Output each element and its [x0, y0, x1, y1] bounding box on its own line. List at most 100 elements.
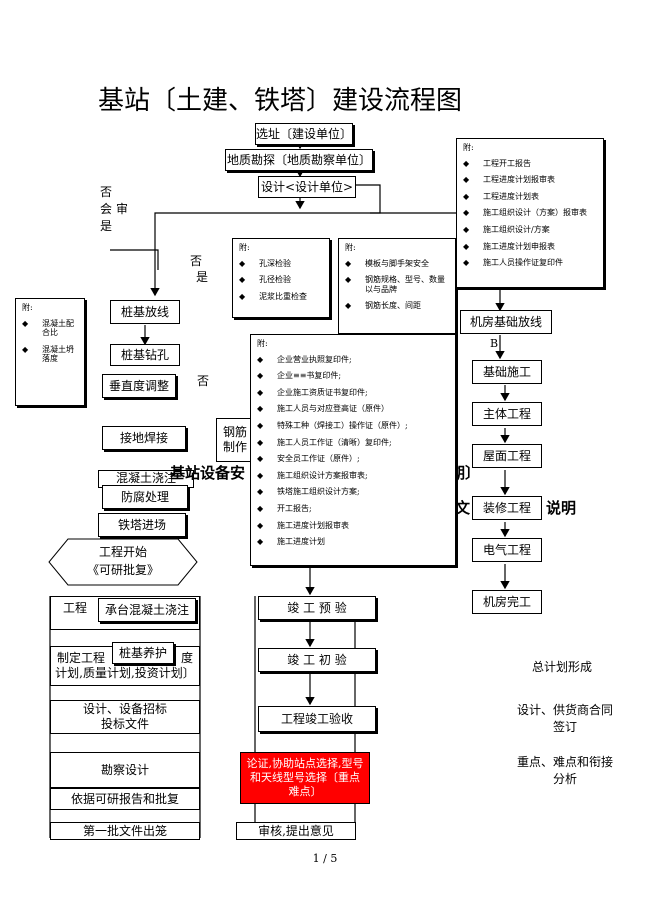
- note-center-item: 开工报告;: [257, 504, 449, 514]
- foundation-label: 基础施工: [482, 364, 531, 379]
- note-center-item: 施工组织设计方案报审表;: [257, 471, 449, 481]
- survey-design-box: 勘察设计: [50, 752, 200, 788]
- pre-acceptance-box: 竣 工 预 验: [258, 596, 376, 620]
- pile-layout-label: 桩基放线: [120, 304, 169, 319]
- room-layout-label: 机房基础放线: [469, 314, 542, 329]
- b-label: B: [490, 337, 499, 350]
- initial-acceptance-label: 竣 工 初 验: [287, 652, 347, 667]
- note-hole-item: 泥浆比重检查: [239, 292, 323, 302]
- contract-line-2: 签订: [552, 720, 577, 735]
- note-steel-item: 模板与脚手架安全: [345, 259, 449, 269]
- note-right-item: 施工组织设计（方案）报审表: [463, 208, 597, 218]
- note-steel-head: 附:: [345, 243, 356, 252]
- page-number: 1 / 5: [312, 852, 338, 865]
- contract-line-1: 设计、供货商合同: [516, 703, 613, 717]
- note-center-item: 施工进度计划: [257, 537, 449, 547]
- note-concrete: 附: 混凝土配合比 混凝土坍落度: [15, 298, 85, 406]
- by-report-label: 依据可研报告和批复: [70, 791, 179, 806]
- steel-making-box: 钢筋 制作: [216, 418, 254, 462]
- final-acceptance-box: 工程竣工验收: [258, 706, 376, 732]
- decoration-box: 装修工程: [472, 496, 542, 520]
- main-structure-box: 主体工程: [472, 402, 542, 426]
- site-selection-box: 选址〔建设单位〕: [255, 123, 353, 145]
- label-no-3: 否: [197, 374, 210, 388]
- hexagon-line-1: 工程开始: [98, 545, 147, 559]
- note-center-item: 特殊工种（焊接工）操作证（原件）;: [257, 421, 449, 431]
- foundation-box: 基础施工: [472, 360, 542, 384]
- design-label: 设计<设计单位>: [260, 179, 354, 194]
- key-points-line-2: 分析: [552, 772, 577, 787]
- first-docs-box: 第一批文件出笼: [50, 822, 200, 840]
- tower-entry-box: 铁塔进场: [98, 513, 186, 537]
- note-concrete-item: 混凝土配合比: [22, 319, 78, 338]
- plan-line-1: 制定工程 度: [51, 651, 199, 666]
- by-report-box: 依据可研报告和批复: [50, 788, 200, 810]
- decoration-label: 装修工程: [482, 500, 531, 515]
- concrete-pour-box: 混凝土浇注: [98, 470, 194, 488]
- geological-survey-label: 地质勘探〔地质勘察单位〕: [226, 152, 371, 167]
- note-steel-item: 钢筋长度、间距: [345, 301, 449, 311]
- key-points-line-1: 重点、难点和衔接: [516, 755, 613, 769]
- roof-label: 屋面工程: [482, 448, 531, 463]
- site-selection-highlight-text: 论证,协助站点选择,型号和天线型号选择〔重点难点〕: [246, 756, 364, 799]
- first-docs-label: 第一批文件出笼: [82, 823, 167, 838]
- plan-line-1-right: 度: [180, 651, 193, 665]
- concrete-pour-label: 混凝土浇注: [115, 471, 176, 485]
- pile-layout-box: 桩基放线: [110, 300, 180, 324]
- label-review: 审: [116, 202, 129, 216]
- note-right-item: 工程进度计划报审表: [463, 175, 597, 185]
- label-yes-1: 是: [100, 219, 113, 233]
- explain-fragment: 说明: [546, 499, 577, 517]
- note-concrete-item: 混凝土坍落度: [22, 345, 78, 364]
- pile-cure-label: 桩基养护: [118, 645, 167, 660]
- note-hole-item: 孔深检验: [239, 259, 323, 269]
- cap-pour-box: 承台混凝土浇注: [98, 598, 196, 622]
- plan-line-1-left: 制定工程: [57, 651, 106, 665]
- bid-line-2: 投标文件: [100, 717, 149, 731]
- main-structure-label: 主体工程: [482, 406, 531, 421]
- note-steel: 附: 模板与脚手架安全 钢筋规格、型号、数量以与品牌 钢筋长度、间距: [338, 238, 456, 334]
- vertical-adjust-box: 垂直度调整: [102, 374, 176, 398]
- note-right-item: 工程开工报告: [463, 159, 597, 169]
- site-selection-highlight: 论证,协助站点选择,型号和天线型号选择〔重点难点〕: [240, 752, 370, 804]
- note-center-item: 企业营业执照复印件;: [257, 355, 449, 365]
- total-plan-text: 总计划形成: [532, 660, 593, 674]
- note-hole-inspection: 附: 孔深检验 孔径检验 泥浆比重检查: [232, 238, 330, 318]
- note-center-item: 企业施工资质证书复印件;: [257, 388, 449, 398]
- roof-box: 屋面工程: [472, 444, 542, 468]
- design-box: 设计<设计单位>: [258, 176, 356, 198]
- project-start-hexagon: [48, 538, 198, 586]
- site-selection-label: 选址〔建设单位〕: [256, 126, 353, 141]
- note-center-item: 安全员工作证（原件）;: [257, 454, 449, 464]
- room-done-label: 机房完工: [482, 594, 531, 609]
- page-title: 基站〔土建、铁塔〕建设流程图: [98, 86, 463, 116]
- key-points-text: 重点、难点和衔接 分析: [510, 754, 620, 789]
- note-right-item: 施工人员操作证复印件: [463, 258, 597, 268]
- review-opinion-box: 审核,提出意见: [236, 822, 356, 840]
- steel-label: 钢筋: [222, 425, 247, 439]
- note-center-head: 附:: [257, 339, 268, 348]
- note-qualification: 附: 企业营业执照复印件; 企业≡≡书复印件; 企业施工资质证书复印件; 施工人…: [250, 334, 456, 566]
- note-steel-item: 钢筋规格、型号、数量以与品牌: [345, 275, 449, 294]
- electrical-box: 电气工程: [472, 538, 542, 562]
- bid-box: 设计、设备招标 投标文件: [50, 700, 200, 734]
- contract-text: 设计、供货商合同 签订: [510, 702, 620, 737]
- ground-weld-box: 接地焊接: [102, 426, 186, 450]
- engineering-label: 工程: [63, 601, 88, 615]
- room-done-box: 机房完工: [472, 590, 542, 614]
- note-center-item: 施工人员工作证（清晰）复印件;: [257, 438, 449, 448]
- pile-hole-label: 桩基钻孔: [120, 347, 169, 362]
- final-acceptance-label: 工程竣工验收: [280, 711, 353, 726]
- pile-cure-box: 桩基养护: [112, 642, 174, 664]
- label-meet: 会: [100, 202, 113, 216]
- make-label: 制作: [222, 440, 247, 454]
- note-concrete-head: 附:: [22, 303, 33, 312]
- note-hole-head: 附:: [239, 243, 250, 252]
- review-opinion-label: 审核,提出意见: [258, 823, 334, 838]
- note-right-item: 施工进度计划申报表: [463, 242, 597, 252]
- tower-entry-label: 铁塔进场: [117, 517, 166, 532]
- geological-survey-box: 地质勘探〔地质勘察单位〕: [225, 149, 373, 171]
- room-layout-box: 机房基础放线: [460, 310, 552, 334]
- label-no-2: 否: [190, 254, 203, 268]
- note-right-item: 施工组织设计/方案: [463, 225, 597, 235]
